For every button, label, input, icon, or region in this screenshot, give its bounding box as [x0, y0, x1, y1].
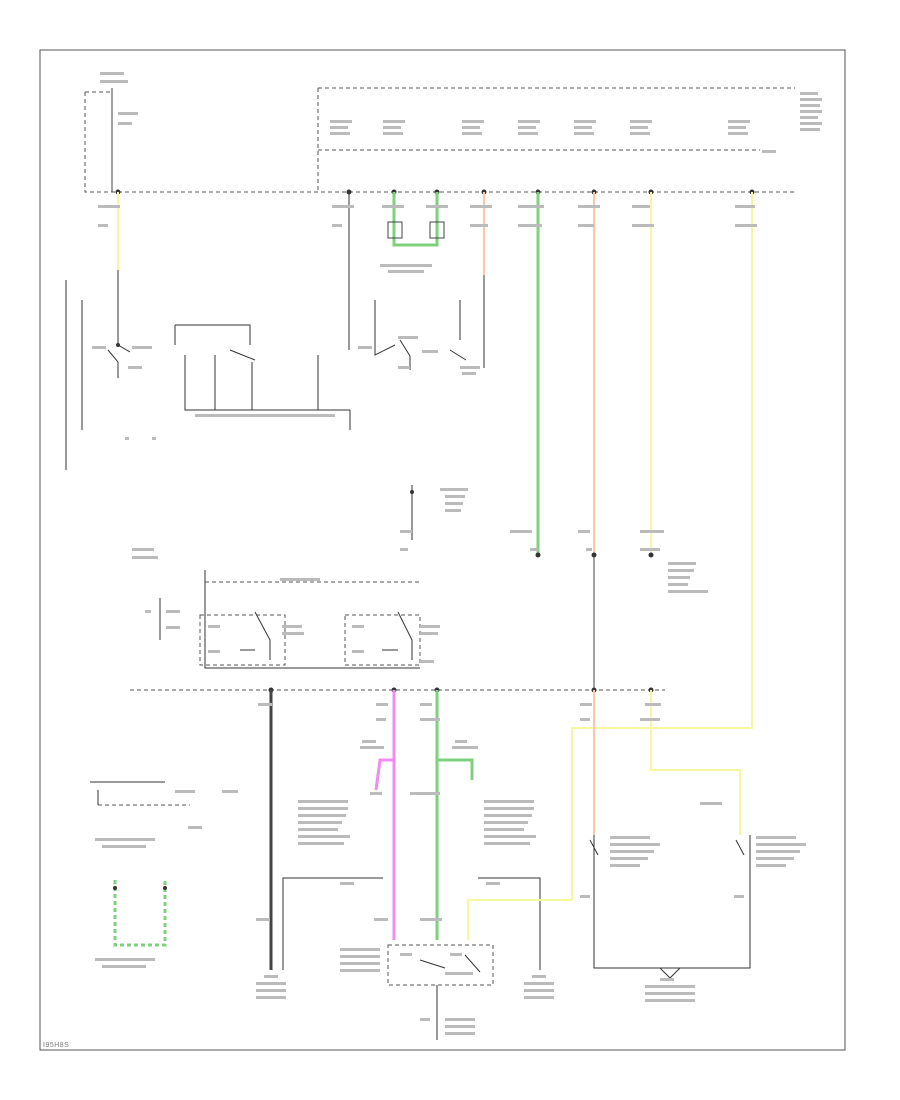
relay-block — [145, 570, 440, 669]
lower-left-connector — [90, 781, 238, 968]
top-control-module — [84, 72, 822, 195]
figure-id: I95H8S — [43, 1042, 70, 1049]
lower-wiring — [256, 555, 806, 1040]
upper-wiring — [98, 192, 757, 900]
headlamp-switch-section — [65, 280, 485, 470]
diagram-border — [39, 49, 846, 1051]
mid-connector-labels — [132, 485, 708, 593]
